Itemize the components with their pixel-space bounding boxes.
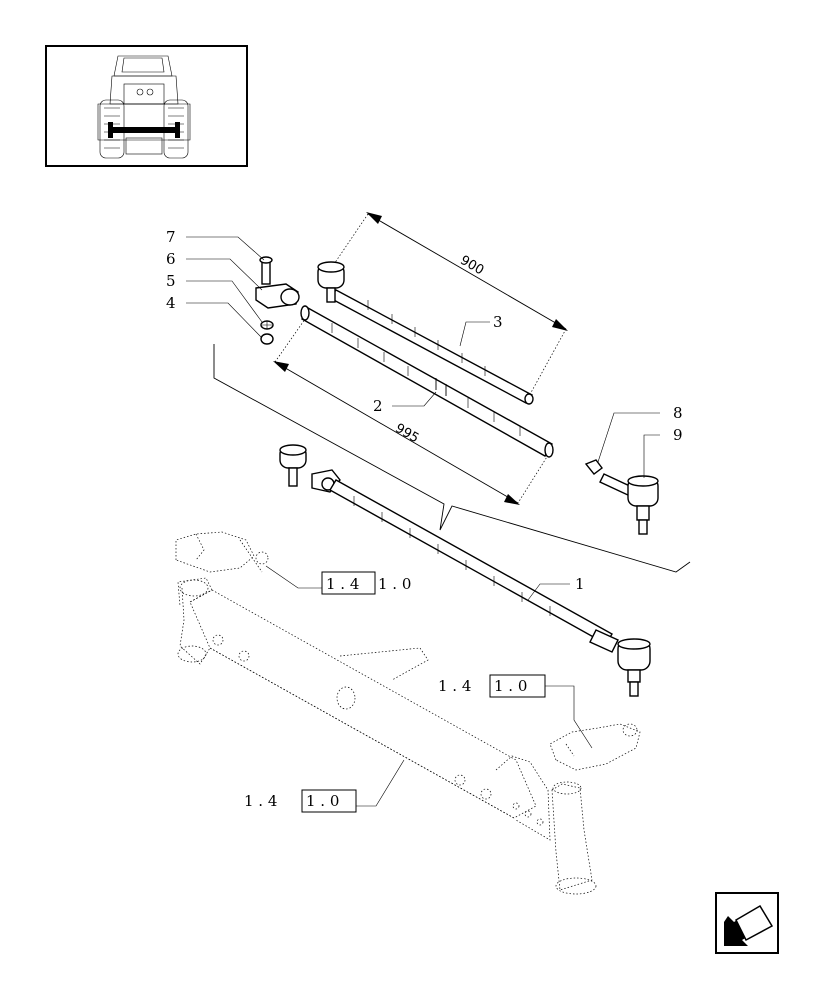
cross-reference-1[interactable]: 1 . 4 1 . 0 bbox=[265, 565, 411, 595]
ball-joint-assembly bbox=[584, 459, 659, 535]
callout-5[interactable]: 5 bbox=[166, 272, 176, 290]
front-axle bbox=[175, 531, 641, 895]
reference-boxed: 1 . 0 bbox=[494, 677, 527, 695]
callout-8[interactable]: 8 bbox=[673, 404, 683, 422]
cross-reference-2[interactable]: 1 . 4 1 . 0 bbox=[438, 674, 593, 749]
callout-2[interactable]: 2 bbox=[373, 397, 383, 415]
exploded-view-bracket bbox=[213, 344, 691, 573]
callout-6[interactable]: 6 bbox=[166, 250, 176, 268]
cross-reference-3[interactable]: 1 . 4 1 . 0 bbox=[244, 759, 405, 813]
tie-rod-upper bbox=[317, 261, 534, 405]
tie-rod-assembly bbox=[279, 444, 651, 697]
tie-rod-tube bbox=[300, 305, 554, 458]
callout-9[interactable]: 9 bbox=[673, 426, 683, 444]
reference-suffix: 1 . 0 bbox=[378, 575, 411, 593]
reference-prefix: 1 . 4 bbox=[326, 575, 359, 593]
callout-7[interactable]: 7 bbox=[166, 228, 176, 246]
callout-1[interactable]: 1 bbox=[575, 575, 585, 593]
tractor-front-axle-icon[interactable] bbox=[45, 45, 248, 167]
dimension-900: 900 bbox=[329, 212, 568, 399]
clamp-assembly bbox=[255, 256, 300, 345]
reference-prefix: 1 . 4 bbox=[438, 677, 471, 695]
callout-leaders bbox=[186, 236, 660, 601]
callout-numbers: 7 6 5 4 3 2 8 9 1 bbox=[166, 228, 683, 593]
dimension-label-995: 995 bbox=[392, 421, 421, 446]
back-arrow-icon[interactable] bbox=[715, 892, 779, 954]
reference-prefix: 1 . 4 bbox=[244, 792, 277, 810]
callout-3[interactable]: 3 bbox=[493, 313, 503, 331]
reference-boxed: 1 . 0 bbox=[306, 792, 339, 810]
callout-4[interactable]: 4 bbox=[166, 294, 176, 312]
